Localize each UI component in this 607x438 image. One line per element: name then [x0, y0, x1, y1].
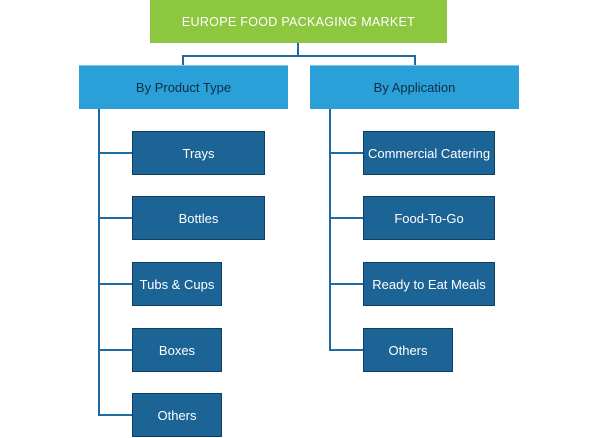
branch-others-product [98, 414, 132, 416]
leaf-commercial-catering: Commercial Catering [363, 131, 495, 175]
leaf-label: Others [388, 342, 428, 358]
category-application: By Application [310, 65, 519, 109]
leaf-label: Bottles [178, 210, 219, 226]
category-product-type: By Product Type [79, 65, 288, 109]
root-label: EUROPE FOOD PACKAGING MARKET [181, 14, 416, 29]
connector-to-product-type [182, 55, 184, 66]
connector-root-horizontal [182, 55, 416, 57]
branch-trays [98, 152, 132, 154]
leaf-ready-to-eat-meals: Ready to Eat Meals [363, 262, 495, 306]
leaf-label: Others [157, 407, 197, 423]
leaf-label: Commercial Catering [367, 145, 491, 161]
spine-application [329, 109, 331, 351]
leaf-label: Boxes [158, 342, 196, 358]
leaf-label: Food-To-Go [394, 210, 464, 226]
connector-to-application [414, 55, 416, 66]
category-label: By Application [373, 80, 456, 95]
spine-product-type [98, 109, 100, 416]
branch-others-application [329, 349, 363, 351]
root-node: EUROPE FOOD PACKAGING MARKET [150, 0, 447, 43]
leaf-label: Ready to Eat Meals [372, 276, 486, 292]
category-label: By Product Type [135, 80, 232, 95]
leaf-label: Tubs & Cups [139, 276, 215, 292]
leaf-tubs-cups: Tubs & Cups [132, 262, 222, 306]
connector-root-down [297, 43, 299, 56]
branch-tubs-cups [98, 283, 132, 285]
leaf-trays: Trays [132, 131, 265, 175]
leaf-boxes: Boxes [132, 328, 222, 372]
leaf-bottles: Bottles [132, 196, 265, 240]
leaf-label: Trays [182, 145, 215, 161]
branch-food-to-go [329, 217, 363, 219]
leaf-others-application: Others [363, 328, 453, 372]
leaf-food-to-go: Food-To-Go [363, 196, 495, 240]
branch-commercial-catering [329, 152, 363, 154]
leaf-others-product: Others [132, 393, 222, 437]
branch-boxes [98, 349, 132, 351]
branch-bottles [98, 217, 132, 219]
branch-ready-to-eat [329, 283, 363, 285]
